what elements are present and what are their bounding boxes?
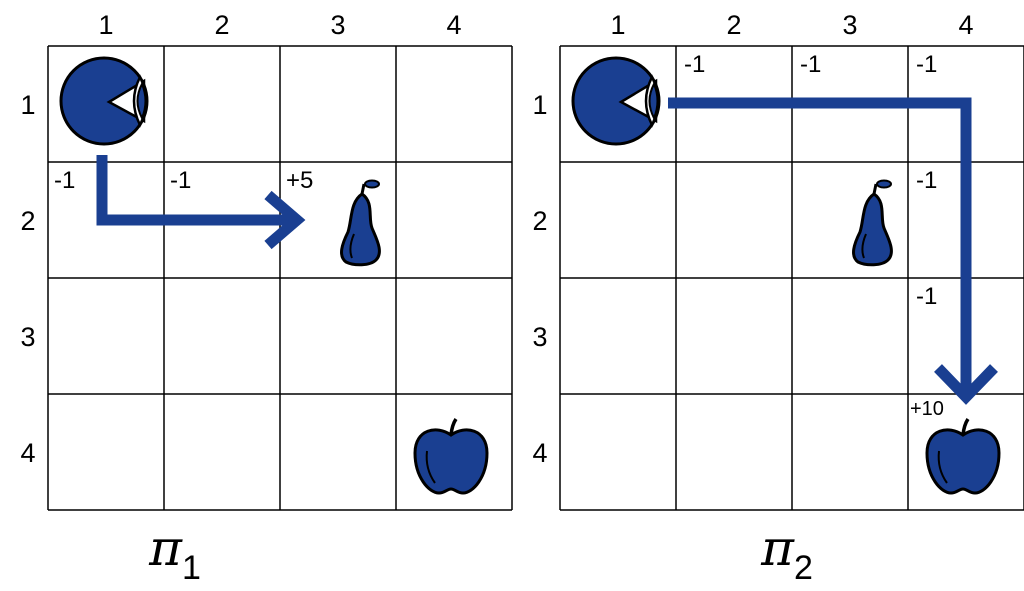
grid-icons	[571, 56, 1001, 495]
reward-label: -1	[800, 51, 821, 78]
path-arrow-shaft	[668, 97, 972, 392]
path-arrow	[668, 97, 998, 405]
grid-world-1	[47, 45, 513, 511]
column-label: 2	[726, 10, 741, 40]
reward-label: +5	[286, 167, 313, 194]
path-arrow-head	[264, 190, 306, 250]
row-label: 3	[532, 322, 547, 352]
pear-icon	[340, 179, 381, 267]
reward-label: +10	[910, 398, 944, 420]
grid-icons	[59, 56, 489, 495]
reward-label: -1	[170, 167, 191, 194]
column-labels: 1 2 3 4	[610, 10, 973, 40]
agent-icon	[571, 56, 661, 146]
path-arrow-shaft	[96, 155, 295, 226]
column-label: 4	[958, 10, 973, 40]
agent-icon	[59, 56, 149, 146]
row-labels: 1 2 3 4	[20, 90, 35, 468]
reward-label: -1	[916, 283, 937, 310]
pear-icon	[852, 179, 893, 267]
row-label: 2	[532, 206, 547, 236]
path-arrow	[96, 155, 306, 250]
policy-subscript: 2	[794, 549, 813, 587]
row-label: 1	[20, 90, 35, 120]
reward-label: -1	[916, 167, 937, 194]
panel-policy-2: 1 2 3 4 1 2 3 4 -1 -1 -1 -1 -1 +10 π2	[532, 10, 1024, 587]
policy-caption: π1	[148, 519, 201, 587]
reward-labels: -1 -1 +5	[54, 167, 313, 194]
grid-world-2	[559, 45, 1024, 511]
column-labels: 1 2 3 4	[98, 10, 461, 40]
column-label: 3	[330, 10, 345, 40]
row-label: 3	[20, 322, 35, 352]
apple-icon	[413, 417, 489, 495]
row-label: 2	[20, 206, 35, 236]
policy-symbol: π	[148, 519, 183, 577]
column-label: 1	[98, 10, 113, 40]
apple-icon	[925, 417, 1001, 495]
path-arrow-head	[934, 364, 998, 405]
policy-caption: π2	[760, 519, 813, 587]
column-label: 1	[610, 10, 625, 40]
row-label: 1	[532, 90, 547, 120]
policy-symbol: π	[760, 519, 795, 577]
column-label: 2	[214, 10, 229, 40]
reward-labels: -1 -1 -1 -1 -1 +10	[684, 51, 944, 420]
panel-policy-1: 1 2 3 4 1 2 3 4 -1 -1 +5 π1	[20, 10, 513, 587]
policy-subscript: 1	[182, 549, 201, 587]
row-label: 4	[20, 438, 35, 468]
row-labels: 1 2 3 4	[532, 90, 547, 468]
column-label: 3	[842, 10, 857, 40]
reward-label: -1	[684, 51, 705, 78]
row-label: 4	[532, 438, 547, 468]
reward-label: -1	[916, 51, 937, 78]
reward-label: -1	[54, 167, 75, 194]
column-label: 4	[446, 10, 461, 40]
